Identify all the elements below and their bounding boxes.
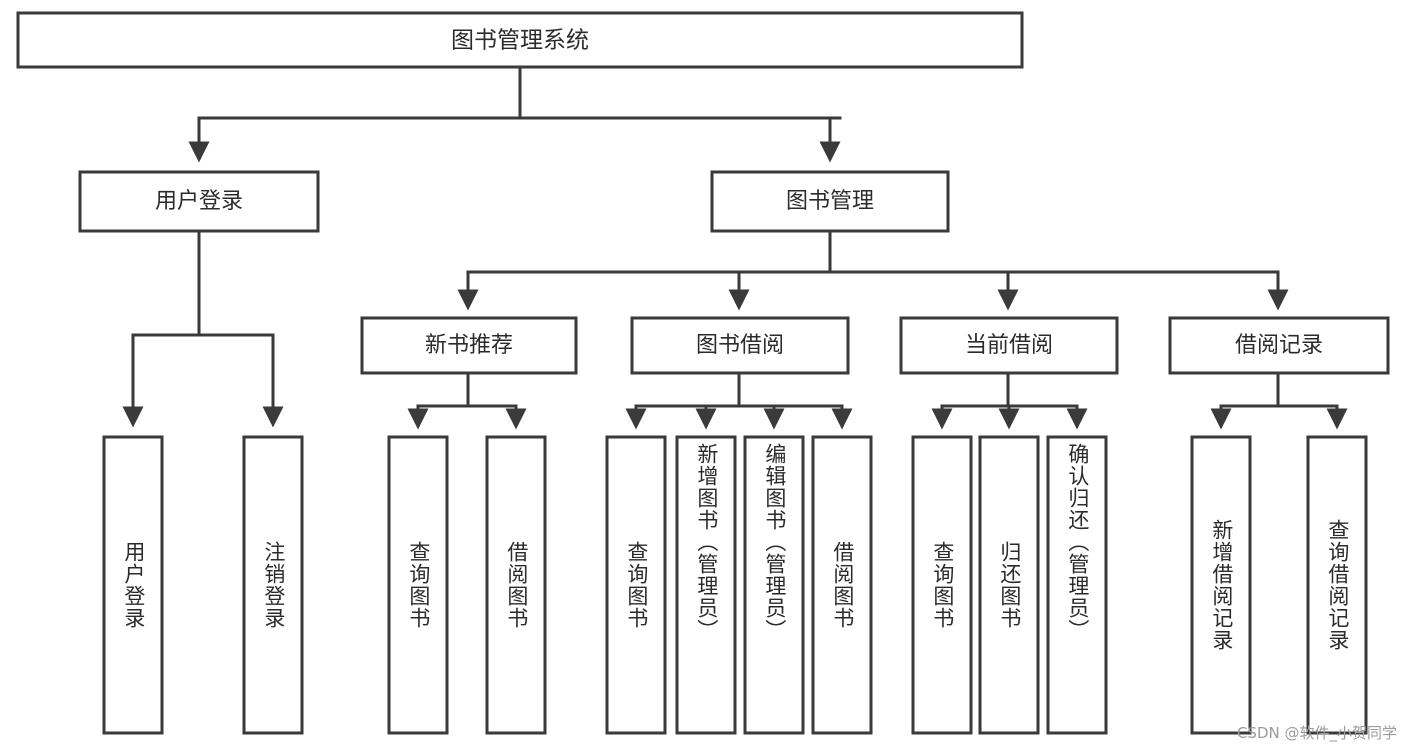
node-root-label: 图书管理系统 [451, 28, 589, 54]
leaf-box-book-borrow-0 [605, 435, 667, 735]
connector-root-to-bus [188, 65, 842, 163]
connector-book-borrow-to-leaves [625, 371, 853, 430]
leaf-box-book-borrow-1 [675, 435, 737, 735]
node-book-borrow[interactable]: 图书借阅 [630, 316, 850, 375]
connector-current-borrow-to-leaves [931, 371, 1088, 430]
connector-new-book-to-leaves [407, 371, 527, 430]
node-borrow-record-label: 借阅记录 [1235, 333, 1323, 358]
connector-user-login-to-leaves [122, 229, 284, 428]
node-book-borrow-label: 图书借阅 [696, 333, 784, 358]
leaf-box-new-book-0 [387, 435, 449, 735]
node-root[interactable]: 图书管理系统 [16, 11, 1024, 69]
connector-borrow-record-to-leaves [1210, 371, 1348, 430]
node-book-management-label: 图书管理 [786, 189, 874, 214]
leaf-box-new-book-1 [485, 435, 547, 735]
leaf-box-borrow-record-0 [1190, 435, 1252, 735]
node-borrow-record[interactable]: 借阅记录 [1168, 316, 1390, 375]
node-new-book-recommend[interactable]: 新书推荐 [360, 316, 578, 375]
leaf-boxes [102, 435, 1368, 735]
node-user-login[interactable]: 用户登录 [78, 170, 320, 233]
leaf-box-current-borrow-1 [978, 435, 1040, 735]
leaf-box-user-login-1 [242, 435, 304, 735]
node-new-book-recommend-label: 新书推荐 [425, 333, 513, 358]
watermark: CSDN @软件_小贺同学 [1236, 724, 1397, 742]
connector-book-mgmt-to-level3 [457, 229, 1289, 311]
leaf-box-book-borrow-2 [743, 435, 805, 735]
leaf-box-current-borrow-2 [1046, 435, 1108, 735]
leaf-box-book-borrow-3 [811, 435, 873, 735]
leaf-box-borrow-record-1 [1306, 435, 1368, 735]
node-current-borrow-label: 当前借阅 [965, 333, 1053, 358]
leaf-box-current-borrow-0 [911, 435, 973, 735]
node-current-borrow[interactable]: 当前借阅 [899, 316, 1119, 375]
node-book-management[interactable]: 图书管理 [710, 170, 950, 233]
leaf-box-user-login-0 [102, 435, 164, 735]
node-user-login-label: 用户登录 [155, 189, 243, 214]
